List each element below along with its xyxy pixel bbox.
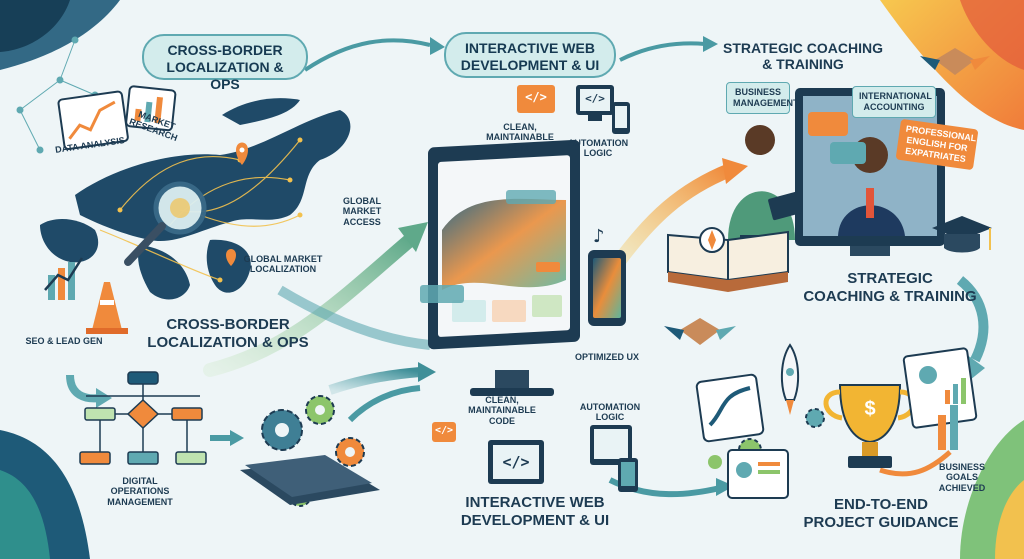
map-card <box>695 373 765 443</box>
web-dev-heading-pill: INTERACTIVE WEB DEVELOPMENT & UI <box>444 32 616 78</box>
dashboard-icon <box>727 449 789 499</box>
clean-code-label-bottom: CLEAN, MAINTAINABLE CODE <box>468 395 536 426</box>
chart-icon <box>938 405 958 450</box>
chat-bubble-icon <box>808 112 866 164</box>
map-pin-icon <box>226 249 236 266</box>
seo-lead-gen-label: SEO & LEAD GEN <box>25 336 103 346</box>
flow-arrow-green <box>203 233 417 377</box>
music-note-icon: ♪ <box>593 226 605 247</box>
compass-icon <box>699 227 725 253</box>
monitor-icon <box>590 425 638 492</box>
chart-icon <box>57 90 129 150</box>
dashboard-icon <box>902 347 978 429</box>
coaching-main-heading: STRATEGIC COACHING & TRAINING <box>803 270 977 305</box>
code-glyph-top-monitor: </> <box>585 92 605 105</box>
flow-arrow-map-to-monitor <box>277 285 431 350</box>
monitor-icon <box>488 440 544 484</box>
rocket-icon <box>780 343 800 415</box>
flow-arrow-top-1 <box>303 38 431 72</box>
traffic-cone-icon <box>86 282 128 334</box>
code-glyph-top-orange: </> <box>525 90 547 104</box>
global-market-access-label: GLOBAL MARKET ACCESS <box>342 196 382 227</box>
code-glyph-bottom-orange: </> <box>434 425 454 436</box>
business-management-tag: BUSINESS MANAGEMENT <box>726 82 799 114</box>
flow-arrow-orange <box>613 163 737 267</box>
map-pin-icon <box>236 142 248 165</box>
handshake-icon <box>664 318 736 345</box>
flowchart-icon <box>79 371 207 465</box>
code-glyph-bottom-monitor: </> <box>502 453 530 471</box>
magnifier-icon <box>124 181 207 266</box>
coaching-heading: STRATEGIC COACHING & TRAINING <box>723 40 883 72</box>
automation-logic-label-top: AUTOMATION LOGIC <box>567 138 629 159</box>
chart-icon <box>125 85 177 132</box>
conveyor-icon <box>240 455 380 505</box>
flow-arrow-teal-mid <box>328 367 421 395</box>
floating-card <box>420 285 464 303</box>
optimized-ux-label: OPTIMIZED UX <box>574 352 639 362</box>
project-guidance-heading: END-TO-END PROJECT GUIDANCE <box>803 496 959 531</box>
flow-arrow-left-bottom <box>879 450 952 477</box>
automation-logic-label-bottom: AUTOMATION LOGIC <box>579 402 641 423</box>
clean-code-label-top: CLEAN, MAINTAINABLE CODE <box>486 122 554 153</box>
monitor-icon <box>576 85 630 134</box>
coach-figure <box>728 125 802 255</box>
cross-border-heading-pill: CROSS-BORDER LOCALIZATION & OPS <box>142 34 308 92</box>
flow-arrow-down-left <box>66 374 101 403</box>
cross-border-main-heading: CROSS-BORDER LOCALIZATION & OPS <box>147 316 309 351</box>
web-dev-main-heading: INTERACTIVE WEB DEVELOPMENT & UI <box>460 494 610 529</box>
floating-card <box>506 190 556 204</box>
dollar-glyph: $ <box>864 398 876 420</box>
global-market-localization-label: GLOBAL MARKET LOCALIZATION <box>243 254 323 275</box>
flow-arrow-top-2 <box>619 41 706 62</box>
code-icon <box>432 422 456 442</box>
digital-operations-label: DIGITAL OPERATIONS MANAGEMENT <box>107 476 173 507</box>
chart-icon <box>44 257 84 300</box>
code-icon <box>517 85 555 113</box>
graduation-cap-icon <box>932 216 992 253</box>
book-icon <box>667 230 789 292</box>
business-goals-label: BUSINESS GOALS ACHIEVED <box>938 462 986 493</box>
international-accounting-tag: INTERNATIONAL ACCOUNTING <box>852 86 936 118</box>
flow-arrow-gears <box>347 385 421 423</box>
monitor-icon <box>428 139 580 396</box>
world-map <box>40 98 351 300</box>
phone-icon <box>588 250 626 326</box>
flow-arrow-right-down <box>956 276 989 363</box>
handshake-icon <box>920 48 990 75</box>
